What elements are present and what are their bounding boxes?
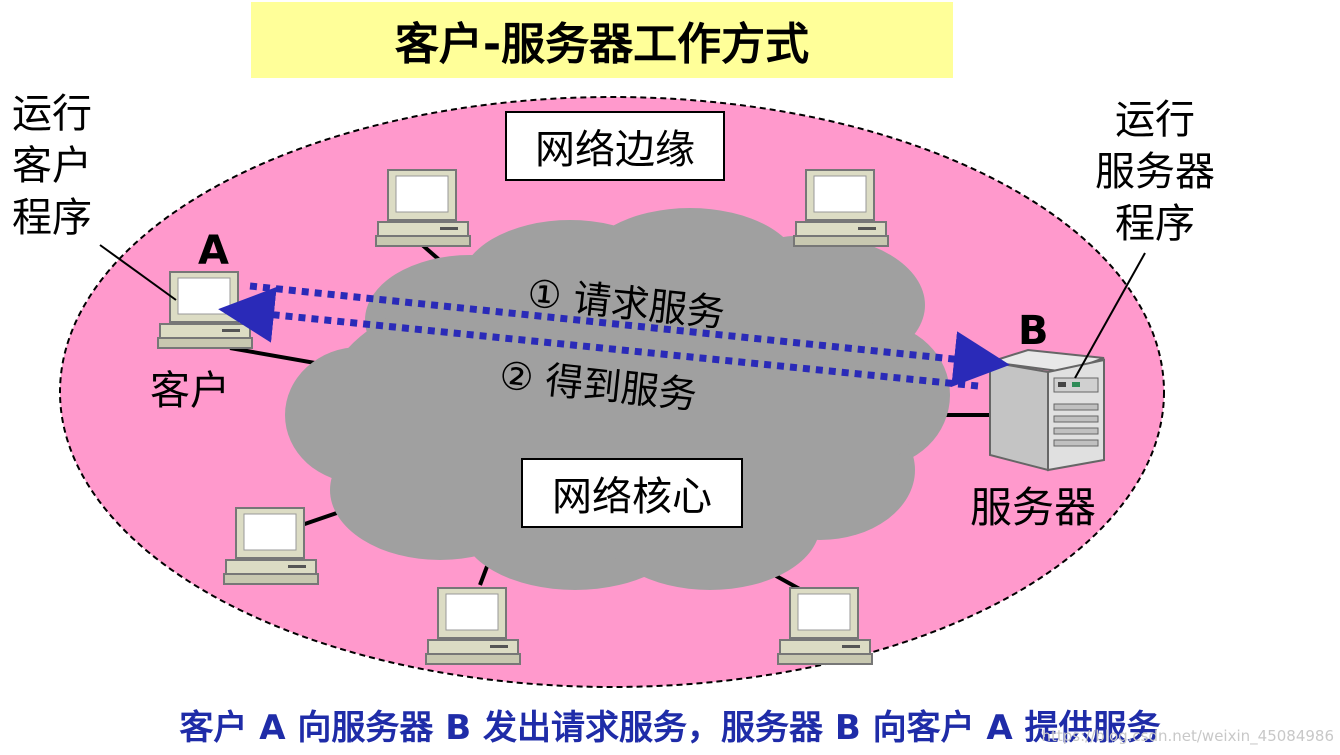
- title-banner: 客户-服务器工作方式: [251, 2, 953, 78]
- diagram-caption: 客户 A 向服务器 B 发出请求服务，服务器 B 向客户 A 提供服务: [179, 708, 1161, 748]
- watermark: https://blog.csdn.net/weixin_45084986: [1041, 727, 1334, 745]
- server-name: 服务器: [970, 483, 1097, 532]
- client-name: 客户: [150, 368, 230, 414]
- server-program-note: 运行 服务器 程序: [1084, 94, 1226, 250]
- client-computer-icon: [157, 271, 253, 349]
- host-computer-icon: [777, 587, 873, 665]
- diagram-title: 客户-服务器工作方式: [394, 19, 810, 70]
- client-program-note: 运行 客户 程序: [12, 88, 92, 244]
- server-note-line: 运行: [1115, 97, 1195, 143]
- server-icon: [989, 348, 1105, 472]
- client-note-line: 程序: [12, 195, 92, 241]
- server-note-line: 服务器: [1095, 149, 1215, 195]
- network-edge-label: 网络边缘: [505, 111, 725, 181]
- server-note-line: 程序: [1115, 201, 1195, 247]
- host-computer-icon: [793, 169, 889, 247]
- host-computer-icon: [375, 169, 471, 247]
- client-note-line: 客户: [12, 143, 92, 189]
- client-letter: A: [198, 228, 229, 274]
- server-letter: B: [1018, 308, 1049, 354]
- request-arrow: [249, 282, 1010, 387]
- client-note-line: 运行: [12, 91, 92, 137]
- client-note-pointer: [99, 244, 177, 301]
- response-arrow: [218, 286, 979, 390]
- server-note-pointer: [1074, 252, 1146, 379]
- host-computer-icon: [223, 507, 319, 585]
- network-core-label: 网络核心: [521, 458, 743, 528]
- host-computer-icon: [425, 587, 521, 665]
